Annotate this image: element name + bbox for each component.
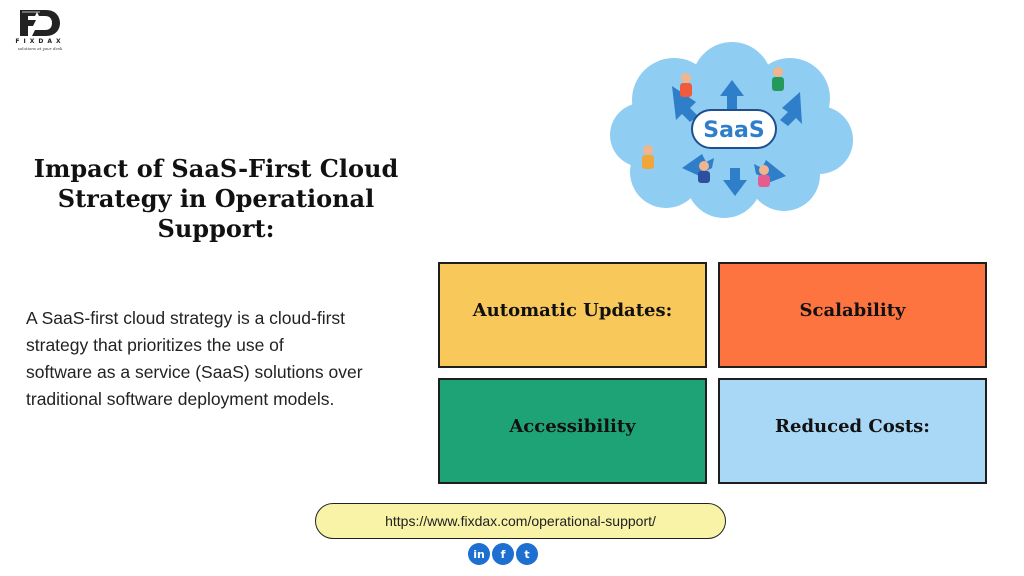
facebook-icon[interactable]: f [492, 543, 514, 565]
arrows-icon [672, 80, 802, 196]
reduced-costs-box: Reduced Costs: [718, 378, 987, 484]
description-paragraph: A SaaS-first cloud strategy is a cloud-f… [26, 305, 416, 413]
description-line: traditional software deployment models. [26, 389, 335, 409]
saas-badge: SaaS [691, 109, 777, 149]
people-icon [642, 67, 784, 187]
box-label: Automatic Updates: [472, 300, 673, 321]
website-link[interactable]: https://www.fixdax.com/operational-suppo… [315, 503, 726, 539]
box-label: Reduced Costs: [775, 416, 930, 437]
scalability-box: Scalability [718, 262, 987, 368]
automatic-updates-box: Automatic Updates: [438, 262, 707, 368]
title-line: Support: [157, 214, 275, 243]
title-line: Strategy in Operational [57, 184, 375, 213]
twitter-icon[interactable]: t [516, 543, 538, 565]
box-label: Accessibility [509, 416, 636, 437]
linkedin-icon[interactable]: in [468, 543, 490, 565]
title-line: Impact of SaaS-First Cloud [33, 154, 399, 183]
saas-cloud-illustration: SaaS [610, 42, 853, 218]
box-label: Scalability [799, 300, 906, 321]
logo-brand-text: FIXDAX [15, 38, 65, 45]
social-links: in f t [468, 543, 538, 565]
description-line: strategy that prioritizes the use of [26, 335, 284, 355]
logo-tagline: solutions at your desk [17, 46, 63, 51]
description-line: software as a service (SaaS) solutions o… [26, 362, 363, 382]
accessibility-box: Accessibility [438, 378, 707, 484]
saas-label: SaaS [703, 118, 764, 143]
description-line: A SaaS-first cloud strategy is a cloud-f… [26, 308, 346, 328]
page-title: Impact of SaaS-First Cloud Strategy in O… [16, 154, 416, 244]
fd-logo-mark-icon [20, 10, 60, 36]
fixdax-logo: FIXDAX solutions at your desk [8, 8, 72, 52]
